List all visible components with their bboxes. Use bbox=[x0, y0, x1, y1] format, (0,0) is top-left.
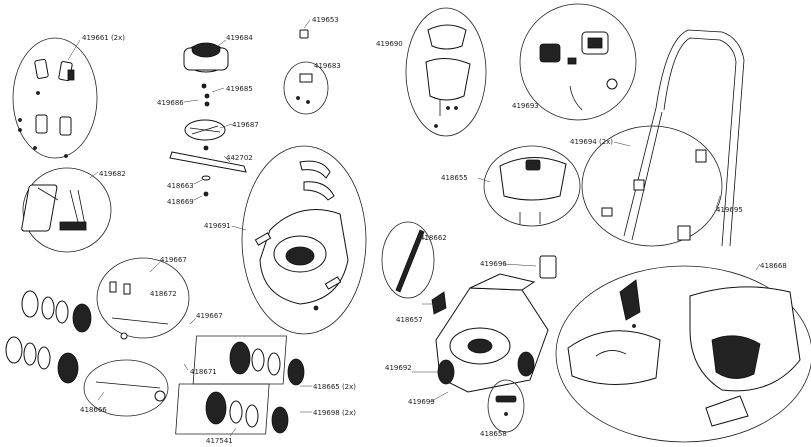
handle-clamp-group bbox=[12, 37, 98, 159]
callout-419687: 419687 bbox=[232, 121, 259, 129]
callout-418662: 418662 bbox=[420, 234, 447, 242]
callout-419683: 419683 bbox=[314, 62, 341, 70]
callout-419692: 419692 bbox=[385, 364, 412, 372]
axle-group bbox=[83, 257, 197, 417]
callout-419667: 419667 bbox=[196, 312, 223, 320]
callout-418655: 418655 bbox=[441, 174, 468, 182]
rear-flap-group bbox=[487, 379, 525, 433]
callout-419690: 419690 bbox=[376, 40, 403, 48]
callout-418668: 418668 bbox=[760, 262, 787, 270]
callout-419694: 419694 (2x) bbox=[570, 138, 613, 146]
callout-419693: 419693 bbox=[512, 102, 539, 110]
bracket-419696 bbox=[503, 255, 557, 279]
callout-442702: 442702 bbox=[226, 154, 253, 162]
motor-assembly bbox=[169, 39, 247, 201]
height-lever-group bbox=[381, 221, 435, 299]
grass-catcher-group bbox=[555, 263, 811, 443]
motor-cover-group bbox=[477, 145, 581, 227]
callout-419653: 419653 bbox=[312, 16, 339, 24]
callout-419567: 419667 bbox=[160, 256, 187, 264]
right-wheels bbox=[175, 335, 312, 437]
assembled-mower bbox=[412, 273, 549, 403]
deck-housing-group bbox=[231, 145, 367, 335]
lid-group bbox=[405, 7, 487, 137]
switch-box-group bbox=[283, 19, 329, 115]
left-wheels bbox=[5, 290, 92, 384]
callout-419691: 419691 bbox=[204, 222, 231, 230]
callout-419661: 419661 (2x) bbox=[82, 34, 125, 42]
callout-419685: 419685 bbox=[226, 85, 253, 93]
callout-418665: 418665 (2x) bbox=[313, 383, 356, 391]
callout-419695: 419695 bbox=[716, 206, 743, 214]
callout-419699: 419699 bbox=[408, 398, 435, 406]
handle-bar bbox=[581, 29, 745, 247]
callout-418666: 418666 bbox=[80, 406, 107, 414]
callout-418663: 418663 bbox=[167, 182, 194, 190]
callout-418657: 418657 bbox=[396, 316, 423, 324]
callout-417541: 417541 bbox=[206, 437, 233, 445]
callout-419682: 419682 bbox=[99, 170, 126, 178]
callout-418658: 418658 bbox=[480, 430, 507, 438]
callout-419684: 419684 bbox=[226, 34, 253, 42]
callout-418672: 418672 bbox=[150, 290, 177, 298]
callout-419696: 419696 bbox=[480, 260, 507, 268]
callout-419698: 419698 (2x) bbox=[313, 409, 356, 417]
callout-419686: 419686 bbox=[157, 99, 184, 107]
callout-418669: 418669 bbox=[167, 198, 194, 206]
switch-electronics-group bbox=[519, 3, 637, 121]
catcher-frame-group bbox=[21, 167, 112, 253]
callout-418671: 418671 bbox=[190, 368, 217, 376]
